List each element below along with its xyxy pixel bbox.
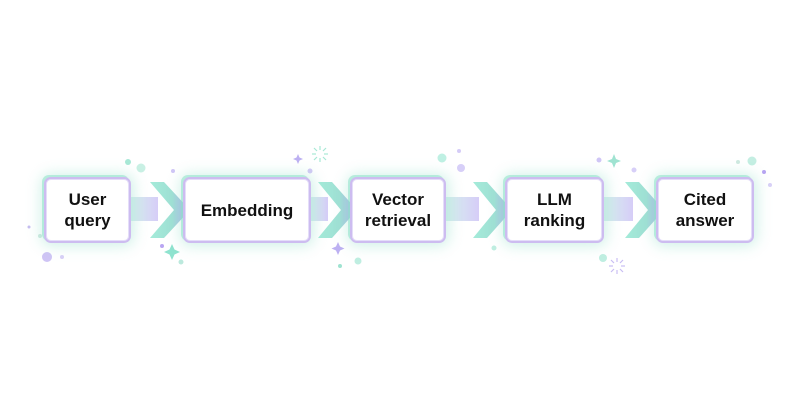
sparkle-decorations bbox=[27, 146, 772, 274]
step-embedding: Embedding bbox=[183, 177, 311, 243]
arrow-connector-2 bbox=[308, 182, 357, 238]
arrow-connector-1 bbox=[128, 182, 190, 238]
arrow-connector-4 bbox=[601, 182, 664, 238]
step-embedding-label: Embedding bbox=[200, 200, 294, 220]
arrow-connector-3 bbox=[443, 182, 512, 238]
